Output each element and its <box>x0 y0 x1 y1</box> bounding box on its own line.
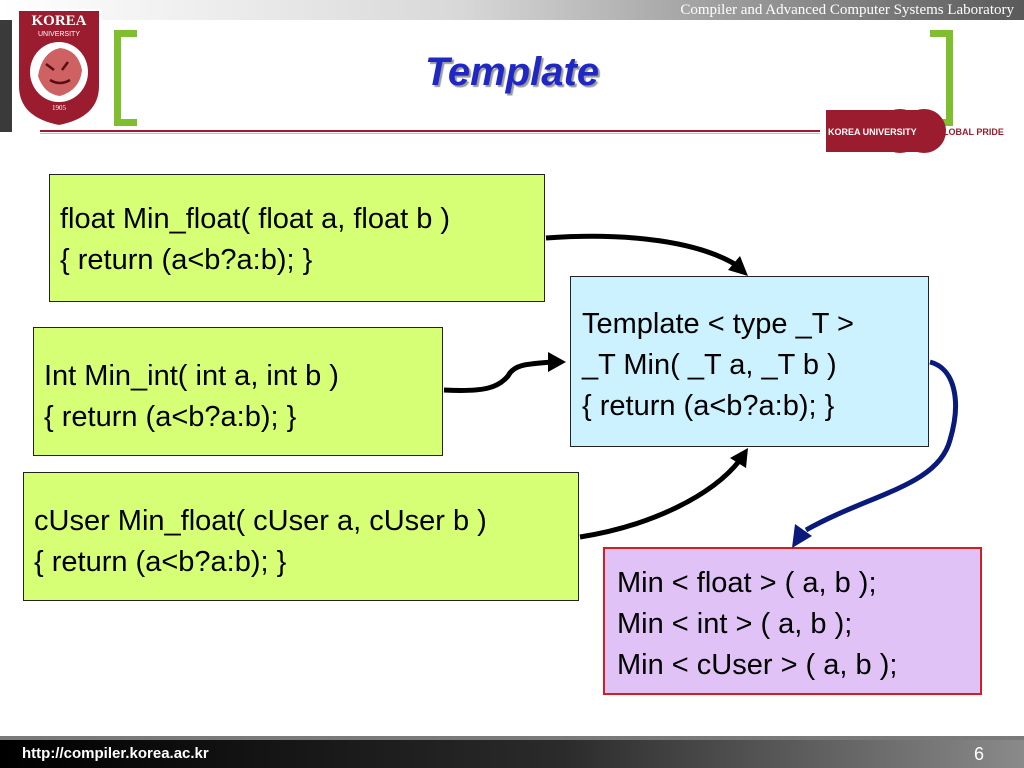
arrow-float-to-template <box>545 233 740 269</box>
korea-university-logo: KOREA UNIVERSITY 1905 <box>17 9 101 128</box>
float-function-signature: float Min_float( float a, float b ) <box>60 203 451 235</box>
usage-int: Min < int > ( a, b ); <box>617 608 853 640</box>
centennial-right-text: GLOBAL PRIDE <box>936 127 1004 137</box>
lab-name: Compiler and Advanced Computer Systems L… <box>680 2 1014 18</box>
page-number: 6 <box>973 744 984 764</box>
top-bar: Compiler and Advanced Computer Systems L… <box>0 0 1024 20</box>
int-function-body: { return (a<b?a:b); } <box>44 401 297 433</box>
centennial-logo: KOREA UNIVERSITY GLOBAL PRIDE <box>826 109 1004 153</box>
usage-cuser: Min < cUser > ( a, b ); <box>617 649 898 681</box>
template-signature: _T Min( _T a, _T b ) <box>582 349 837 381</box>
cuser-function-box: cUser Min_float( cUser a, cUser b ) { re… <box>23 472 579 601</box>
usage-float: Min < float > ( a, b ); <box>617 567 877 599</box>
cuser-function-body: { return (a<b?a:b); } <box>34 546 287 578</box>
template-declaration: Template < type _T > <box>582 308 854 340</box>
title-rule <box>40 130 820 132</box>
cuser-function-signature: cUser Min_float( cUser a, cUser b ) <box>34 505 487 537</box>
centennial-left-text: KOREA UNIVERSITY <box>828 127 917 137</box>
arrow-cuser-to-template-head <box>730 448 748 468</box>
left-strip <box>0 20 12 132</box>
template-body: { return (a<b?a:b); } <box>582 390 835 422</box>
template-usage-box: Min < float > ( a, b ); Min < int > ( a,… <box>603 547 982 695</box>
footer-bar: http://compiler.korea.ac.kr 6 <box>0 740 1024 768</box>
int-function-signature: Int Min_int( int a, int b ) <box>44 360 339 392</box>
title-rule-shadow <box>40 133 820 134</box>
logo-year: 1905 <box>52 104 67 112</box>
int-function-box: Int Min_int( int a, int b ) { return (a<… <box>33 327 443 456</box>
arrow-int-to-template-head <box>548 352 566 372</box>
footer-url[interactable]: http://compiler.korea.ac.kr <box>22 745 209 762</box>
template-function-box: Template < type _T > _T Min( _T a, _T b … <box>570 276 929 447</box>
logo-text-korea: KOREA <box>31 13 86 29</box>
footer-rule <box>0 736 1024 740</box>
float-function-body: { return (a<b?a:b); } <box>60 244 313 276</box>
arrow-template-to-usage-head <box>792 524 812 548</box>
slide-title: Template <box>424 50 600 94</box>
arrow-float-to-template-head <box>728 256 748 276</box>
left-bracket <box>114 30 137 126</box>
float-function-box: float Min_float( float a, float b ) { re… <box>49 174 545 302</box>
arrow-cuser-to-template <box>579 458 742 540</box>
logo-text-university: UNIVERSITY <box>38 31 80 38</box>
arrow-int-to-template <box>443 359 553 393</box>
